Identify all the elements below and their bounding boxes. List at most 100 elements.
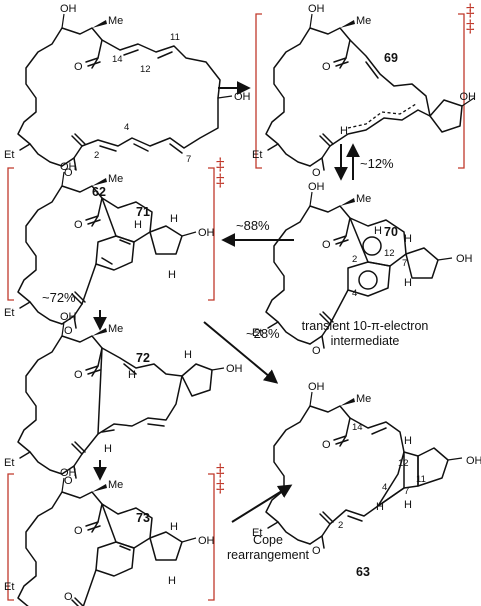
compound-69: [265, 13, 475, 171]
me-label-62: Me: [108, 15, 123, 27]
h-label-72-b: H: [104, 443, 112, 455]
transient-note-line2: intermediate: [331, 334, 400, 348]
me-label-73: Me: [108, 479, 123, 491]
h-label-63-a: H: [404, 435, 412, 447]
compound-id-69: 69: [384, 51, 398, 65]
dagger-71-b: ‡: [216, 171, 225, 191]
locant-14-62: 14: [112, 54, 123, 65]
compound-72: [17, 321, 225, 479]
locant-2-70: 2: [352, 254, 357, 265]
o-ester-label-72: O: [64, 475, 73, 487]
compound-73: [17, 477, 197, 606]
oh-right-label-70: OH: [456, 253, 473, 265]
h-label-71-c: H: [168, 269, 176, 281]
o-ester-label-70: O: [312, 345, 321, 357]
h-label-71-b: H: [170, 213, 178, 225]
oh-label-73: OH: [60, 467, 77, 479]
o-label-62: O: [74, 61, 83, 73]
yield-to-63: ~28%: [246, 326, 280, 341]
h-label-72-c: H: [184, 349, 192, 361]
oh-label-72: OH: [60, 311, 77, 323]
oh-right-label-72: OH: [226, 363, 243, 375]
compound-id-73: 73: [136, 511, 150, 525]
compound-id-62: 62: [92, 185, 106, 199]
dagger-73-a: ‡: [216, 461, 225, 481]
et-label-72: Et: [4, 457, 14, 469]
o-label-71: O: [74, 219, 83, 231]
compound-62: [17, 13, 233, 171]
me-label-72: Me: [108, 323, 123, 335]
oh-right-label-62: OH: [234, 91, 251, 103]
locant-7-62: 7: [186, 154, 191, 165]
h-label-70-b: H: [404, 233, 412, 245]
et-label-70: Et: [252, 327, 262, 339]
compound-63: [265, 391, 463, 549]
bracket-left-71: [7, 167, 14, 301]
locant-2-63: 2: [338, 520, 343, 531]
locant-7-63: 7: [404, 486, 409, 497]
h-label-63-b: H: [376, 501, 384, 513]
me-label-70: Me: [356, 193, 371, 205]
locant-12-62: 12: [140, 64, 151, 75]
arrow-73-to-63: [231, 484, 293, 523]
compound-71: [17, 171, 197, 329]
h-label-73-b: H: [168, 575, 176, 587]
o-label-70: O: [322, 239, 331, 251]
bracket-left-73: [7, 473, 14, 601]
o-ester-label-62: O: [64, 167, 73, 179]
o-ester-label-71: O: [64, 325, 73, 337]
oh-label-70: OH: [308, 181, 325, 193]
et-label-62: Et: [4, 149, 14, 161]
oh-label-63: OH: [308, 381, 325, 393]
yield-to-71: ~88%: [236, 218, 270, 233]
o-ester-label-73: O: [64, 591, 73, 603]
oh-label-71: OH: [60, 161, 77, 173]
compound-id-63: 63: [356, 565, 370, 579]
locant-4-62: 4: [124, 122, 129, 133]
bracket-left-69: [255, 13, 262, 169]
et-label-71: Et: [4, 307, 14, 319]
h-label-70-c: H: [404, 277, 412, 289]
bracket-right-73: [208, 473, 215, 601]
cope-note-line2: rearrangement: [227, 548, 310, 562]
o-label-72: O: [74, 369, 83, 381]
o-label-73: O: [74, 525, 83, 537]
oh-right-label-69: OH: [460, 91, 477, 103]
arrow-71-to-63: [203, 321, 279, 384]
locant-14-63: 14: [352, 422, 363, 433]
locant-11-63: 11: [416, 474, 426, 485]
compound-id-70: 70: [384, 225, 398, 239]
o-ester-label-63: O: [312, 545, 321, 557]
o-ester-label-69: O: [312, 167, 321, 179]
dagger-69-a: ‡: [466, 1, 475, 21]
dagger-69-b: ‡: [466, 17, 475, 37]
h-label-72-a: H: [128, 369, 136, 381]
compound-id-71: 71: [136, 205, 150, 219]
h-label-73-a: H: [170, 521, 178, 533]
oh-right-label-71: OH: [198, 227, 215, 239]
me-label-63: Me: [356, 393, 371, 405]
me-label-69: Me: [356, 15, 371, 27]
me-label-71: Me: [108, 173, 123, 185]
oh-label-69: OH: [308, 3, 325, 15]
h-label-63-c: H: [404, 499, 412, 511]
et-label-69: Et: [252, 149, 262, 161]
locant-12-63: 12: [398, 458, 409, 469]
bracket-right-69: [458, 13, 465, 169]
h-label-71-a: H: [134, 219, 142, 231]
dagger-71-a: ‡: [216, 155, 225, 175]
locant-12-70: 12: [384, 248, 395, 259]
dagger-73-b: ‡: [216, 477, 225, 497]
transient-note-line1: transient 10-π-electron: [302, 319, 429, 333]
locant-4-63: 4: [382, 482, 387, 493]
yield-to-72: ~72%: [42, 290, 76, 305]
locant-11-62: 11: [170, 32, 180, 43]
h-label-70-a: H: [374, 225, 382, 237]
locant-7-70: 7: [402, 258, 407, 269]
oh-right-label-63: OH: [466, 455, 481, 467]
cope-note-line1: Cope: [253, 533, 283, 547]
o-label-63: O: [322, 439, 331, 451]
oh-right-label-73: OH: [198, 535, 215, 547]
locant-2-62: 2: [94, 150, 99, 161]
